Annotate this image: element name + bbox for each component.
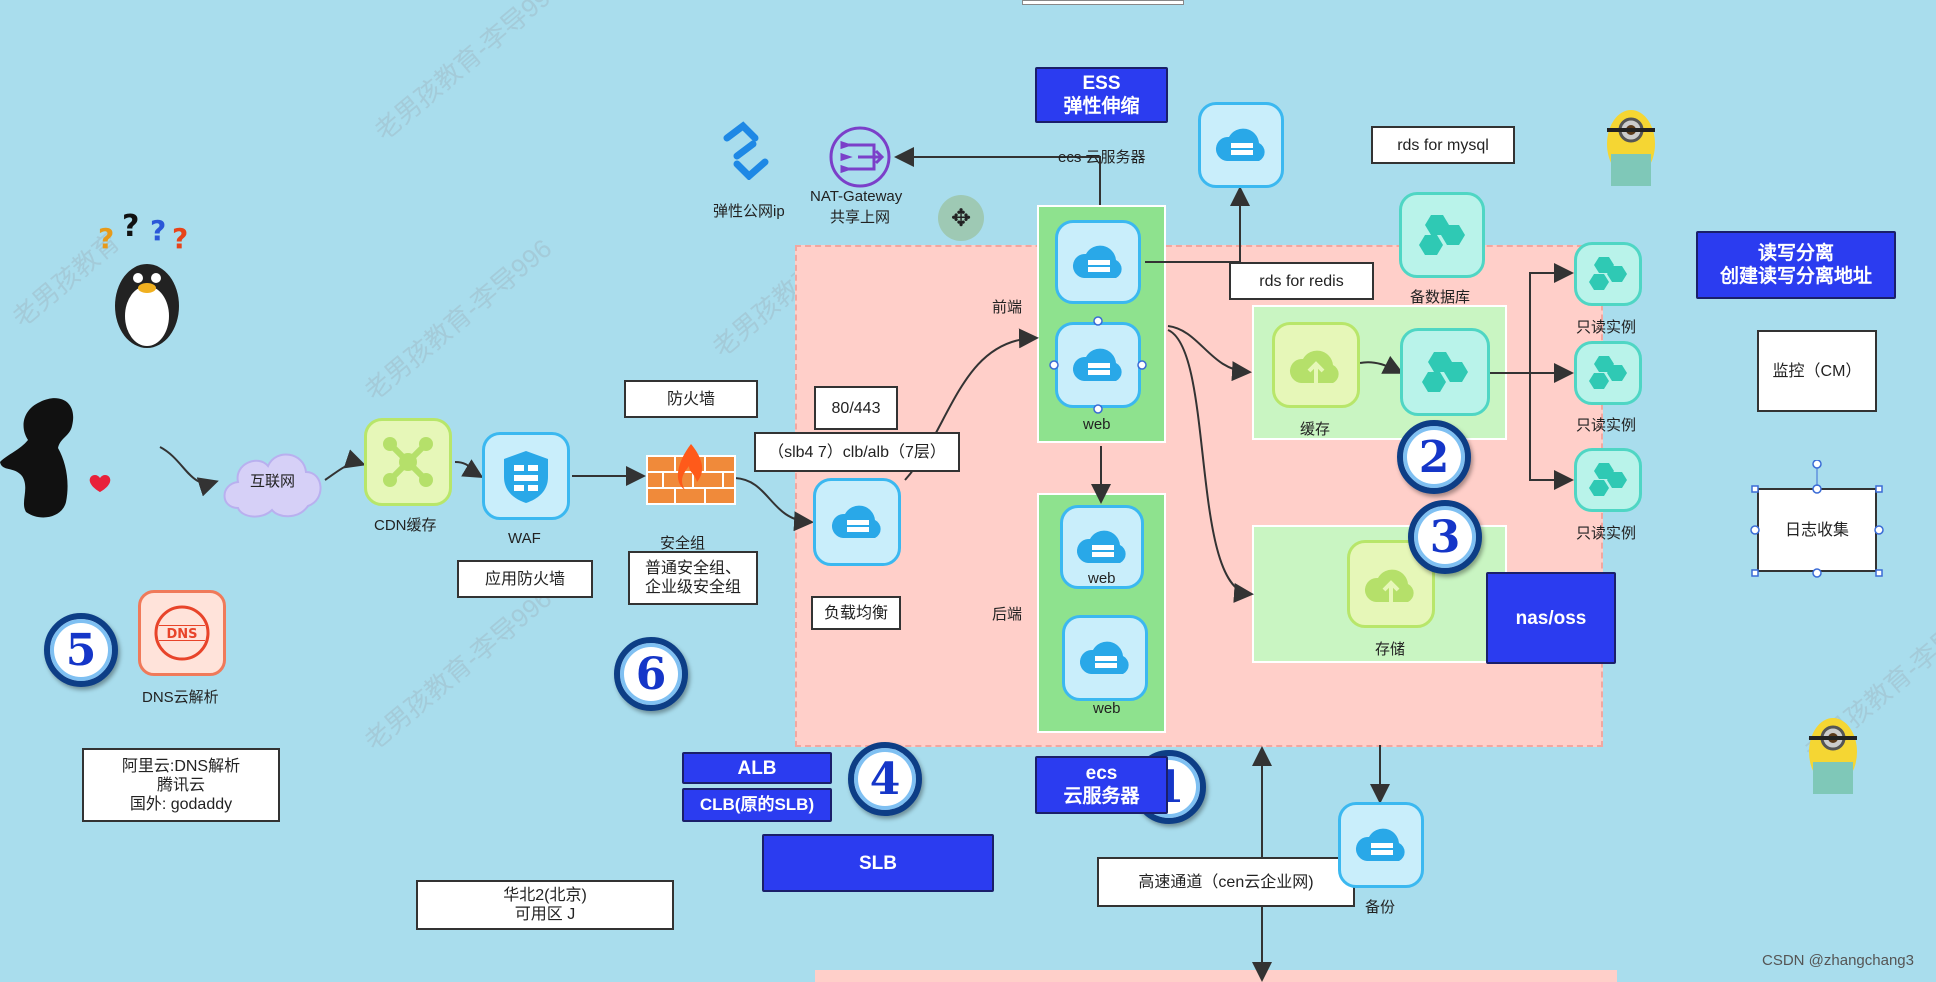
- backend-web-label: web: [1093, 700, 1121, 717]
- frontend-web-server-icon[interactable]: [1055, 322, 1141, 408]
- nas-oss-box[interactable]: nas/oss: [1486, 572, 1616, 664]
- backend-web-server-icon[interactable]: [1060, 505, 1144, 589]
- move-icon[interactable]: ✥: [938, 195, 984, 241]
- storage-label: 存储: [1375, 641, 1406, 658]
- load-balancer-box[interactable]: 负载均衡: [811, 596, 901, 630]
- backup-db-label: 备数据库: [1410, 289, 1471, 306]
- internet-cloud-icon: [218, 438, 328, 522]
- rw-split-subtitle: 创建读写分离地址: [1719, 266, 1872, 287]
- frontend-label: 前端: [992, 299, 1023, 316]
- dns-provider-3: 国外: godaddy: [129, 795, 233, 813]
- cdn-icon: [364, 418, 452, 506]
- read-only-instance-icon: [1574, 341, 1642, 405]
- svg-text:?: ?: [172, 222, 188, 255]
- rds-redis-box[interactable]: rds for redis: [1229, 262, 1374, 300]
- footer-credit: CSDN @zhangchang3: [1762, 952, 1914, 969]
- svg-text:?: ?: [150, 214, 166, 247]
- dns-providers-box[interactable]: 阿里云:DNS解析 腾讯云 国外: godaddy: [82, 748, 280, 822]
- rw-split-title: 读写分离: [1757, 243, 1834, 264]
- nat-gateway-icon: [828, 125, 892, 189]
- slb-box[interactable]: SLB: [762, 834, 994, 892]
- internet-label: 互联网: [250, 473, 296, 490]
- backup-database-icon: [1399, 192, 1485, 278]
- frontend-web-label: web: [1083, 416, 1111, 433]
- dns-icon: DNS: [138, 590, 226, 676]
- alb-box[interactable]: ALB: [682, 752, 832, 784]
- security-group-label: 安全组: [660, 535, 706, 552]
- region-line1: 华北2(北京): [503, 887, 587, 904]
- badge-2: 2: [1397, 420, 1471, 494]
- backup-label: 备份: [1365, 899, 1396, 916]
- dns-label: DNS云解析: [142, 689, 219, 706]
- firewall-box[interactable]: 防火墙: [624, 380, 758, 418]
- dns-provider-2: 腾讯云: [156, 776, 205, 794]
- ecs-box[interactable]: ecs 云服务器: [1035, 756, 1168, 814]
- security-group-line1: 普通安全组、: [644, 560, 741, 577]
- nat-title: NAT-Gateway: [810, 188, 903, 205]
- backend-web-server-icon[interactable]: [1062, 615, 1148, 701]
- badge-6: 6: [614, 637, 688, 711]
- cache-icon: [1272, 322, 1360, 408]
- waf-box[interactable]: 应用防火墙: [457, 560, 593, 598]
- port-box[interactable]: 80/443: [814, 386, 898, 430]
- read-only-instance-label: 只读实例: [1576, 525, 1637, 542]
- security-group-box[interactable]: 普通安全组、 企业级安全组: [628, 551, 758, 605]
- read-only-instance-icon: [1574, 448, 1642, 512]
- badge-4: 4: [848, 742, 922, 816]
- firewall-icon: [645, 436, 737, 510]
- ecs-subtitle: 云服务器: [1063, 786, 1140, 807]
- cache-database-icon: [1400, 328, 1490, 416]
- ess-subtitle: 弹性伸缩: [1063, 96, 1140, 117]
- rds-mysql-box[interactable]: rds for mysql: [1371, 126, 1515, 164]
- eip-label: 弹性公网ip: [713, 203, 785, 220]
- link-icon: [715, 120, 775, 181]
- frontend-cloud-server-icon: [1055, 220, 1141, 304]
- load-balancer-icon[interactable]: [813, 478, 901, 566]
- cloud-server-icon: [1198, 102, 1284, 188]
- backend-label: 后端: [992, 606, 1023, 623]
- region-box[interactable]: 华北2(北京) 可用区 J: [416, 880, 674, 930]
- badge-3: 3: [1408, 500, 1482, 574]
- cache-label: 缓存: [1300, 421, 1331, 438]
- nat-subtitle: 共享上网: [830, 209, 891, 226]
- confused-penguin-icon: ????: [92, 209, 202, 352]
- waf-label: WAF: [508, 530, 541, 547]
- badge-5: 5: [44, 613, 118, 687]
- user-silhouette-icon: [0, 392, 125, 524]
- slb-layers-box[interactable]: （slb4 7）clb/alb（7层）: [754, 432, 960, 472]
- read-only-instance-label: 只读实例: [1576, 417, 1637, 434]
- selection-handles: [1750, 460, 1884, 578]
- cdn-label: CDN缓存: [374, 517, 437, 534]
- dns-provider-1: 阿里云:DNS解析: [121, 757, 241, 775]
- cen-box[interactable]: 高速通道（cen云企业网): [1097, 857, 1355, 907]
- read-only-instance-label: 只读实例: [1576, 319, 1637, 336]
- svg-text:DNS: DNS: [166, 627, 197, 642]
- backend-web-label: web: [1088, 570, 1116, 587]
- minion-icon: [1598, 102, 1664, 192]
- ecs-title: ecs: [1085, 763, 1118, 784]
- ess-box[interactable]: ESS 弹性伸缩: [1035, 67, 1168, 123]
- waf-shield-icon: [482, 432, 570, 520]
- security-group-line2: 企业级安全组: [644, 579, 741, 596]
- top-stub: [1022, 0, 1184, 5]
- ecs-cloud-server-label: ecs 云服务器: [1058, 149, 1146, 166]
- svg-text:?: ?: [122, 212, 139, 244]
- backup-cloud-icon: [1338, 802, 1424, 888]
- monitor-box[interactable]: 监控（CM）: [1757, 330, 1877, 412]
- region-line2: 可用区 J: [514, 906, 576, 923]
- availability-zone-bottom: [815, 970, 1617, 982]
- svg-text:?: ?: [98, 222, 114, 255]
- read-only-instance-icon: [1574, 242, 1642, 306]
- ess-title: ESS: [1082, 73, 1121, 94]
- web-selection-handles: [1049, 316, 1147, 414]
- read-write-split-box[interactable]: 读写分离 创建读写分离地址: [1696, 231, 1896, 299]
- clb-box[interactable]: CLB(原的SLB): [682, 788, 832, 822]
- minion-icon: [1800, 710, 1866, 800]
